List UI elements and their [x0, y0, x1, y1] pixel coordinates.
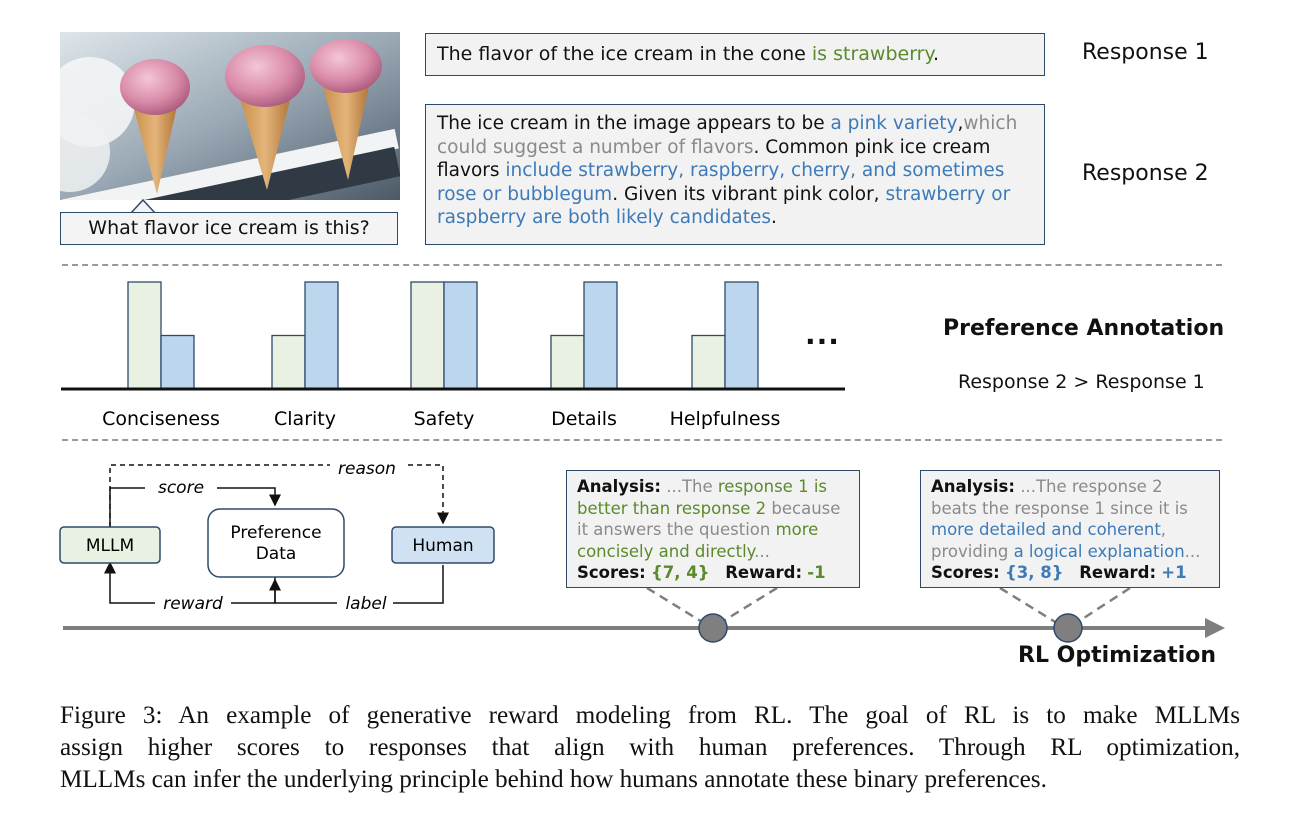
- mllm-box: [59, 526, 161, 564]
- rl-optimization-axis: [63, 586, 1225, 643]
- text-segment: more concisely and directly: [577, 520, 819, 561]
- bar-conciseness-response-1: [127, 281, 162, 390]
- more-dimensions-ellipsis: ...: [805, 318, 840, 351]
- mllm-label: MLLM: [86, 536, 134, 556]
- category-label: Clarity: [274, 408, 336, 430]
- bar-safety-response-1: [410, 281, 445, 390]
- text-segment: .: [933, 43, 940, 65]
- text-segment: is strawberry: [811, 43, 934, 65]
- text-segment: response 1 is better than response 2: [577, 477, 828, 518]
- scores-value: {3, 8}: [1005, 563, 1064, 582]
- section-divider: [62, 264, 1222, 266]
- text-segment: ...: [754, 541, 770, 561]
- bar-helpfulness-response-2: [724, 281, 759, 390]
- bar-helpfulness-response-1: [691, 334, 726, 390]
- scores-value: {7, 4}: [651, 563, 710, 582]
- analysis-text: ...The response 2 beats the response 1 s…: [931, 477, 1200, 561]
- axis-arrowhead: [1205, 618, 1225, 638]
- label-label: label: [345, 594, 386, 614]
- scores-label: Scores:: [577, 563, 646, 582]
- text-segment: . Given its vibrant pink color,: [612, 183, 886, 205]
- reward-label: Reward:: [725, 563, 803, 582]
- text-segment: more detailed and coherent: [931, 520, 1161, 539]
- category-label: Helpfulness: [670, 408, 781, 430]
- text-segment: . Common pink ice cream flavors: [437, 136, 991, 182]
- response-1-box: The flavor of the ice cream in the cone …: [425, 33, 1045, 76]
- category-label: Details: [551, 408, 617, 430]
- category-label: Conciseness: [102, 408, 220, 430]
- text-segment: include strawberry, raspberry, cherry, a…: [437, 160, 1005, 205]
- bar-details-response-2: [583, 281, 618, 390]
- caption-line: assign higher scores to responses that a…: [60, 734, 1240, 761]
- analysis-box-2: Analysis: ...The response 2 beats the re…: [920, 470, 1220, 588]
- reward-label: reward: [163, 594, 223, 614]
- reward-flow-diagram: MLLM Preference Data Human score reason …: [59, 457, 495, 614]
- analysis-heading: Analysis:: [577, 477, 661, 496]
- section-divider: [62, 439, 1222, 441]
- category-label: Safety: [414, 408, 475, 430]
- step-marker-2: [1053, 613, 1083, 643]
- text-segment: , providing: [931, 520, 1167, 561]
- human-label: Human: [412, 536, 473, 556]
- scores-label: Scores:: [931, 563, 1000, 582]
- bar-details-response-1: [550, 334, 585, 390]
- caption-line: Figure 3: An example of generative rewar…: [60, 702, 1240, 729]
- text-segment: because it answers the question: [577, 498, 841, 540]
- reward-value: +1: [1161, 563, 1187, 582]
- preference-data-label-1: Preference: [230, 523, 321, 543]
- preference-annotation-title: Preference Annotation: [943, 316, 1225, 341]
- preference-result: Response 2 > Response 1: [958, 371, 1205, 393]
- response-2-text: The ice cream in the image appears to be…: [437, 113, 1017, 228]
- text-segment: ,: [957, 113, 964, 134]
- reason-label: reason: [338, 459, 396, 479]
- reward-label: Reward:: [1079, 563, 1157, 582]
- bar-clarity-response-2: [304, 281, 339, 390]
- rl-optimization-label: RL Optimization: [1018, 643, 1217, 668]
- human-box: [391, 526, 495, 564]
- caption-line: MLLMs can infer the underlying principle…: [60, 766, 1047, 793]
- analysis-heading: Analysis:: [931, 477, 1015, 496]
- text-segment: .: [771, 207, 777, 228]
- text-segment: a pink variety: [830, 113, 958, 134]
- text-segment: strawberry or raspberry are both likely …: [437, 183, 1011, 229]
- response-1-text: The flavor of the ice cream in the cone …: [437, 43, 939, 65]
- response-2-label: Response 2: [1082, 161, 1209, 186]
- preference-data-box: [207, 508, 345, 578]
- text-segment: ...The response 2 beats the response 1 s…: [931, 477, 1188, 518]
- text-segment: The ice cream in the image appears to be: [437, 113, 831, 134]
- text-segment: ...The: [660, 477, 718, 496]
- preference-data-label-2: Data: [256, 544, 297, 564]
- analysis-text: ...The response 1 is better than respons…: [577, 477, 840, 561]
- question-bubble: What flavor ice cream is this?: [60, 212, 398, 245]
- reward-value: -1: [807, 563, 826, 582]
- step-marker-1: [698, 613, 728, 643]
- bar-conciseness-response-2: [160, 334, 195, 390]
- score-label: score: [158, 478, 204, 498]
- text-segment: a logical explanation: [1013, 541, 1185, 561]
- text-segment: The flavor of the ice cream in the cone: [437, 43, 812, 65]
- text-segment: which could suggest a number of flavors: [437, 113, 1018, 158]
- response-2-box: The ice cream in the image appears to be…: [425, 104, 1045, 245]
- preference-bar-chart: Conciseness Clarity Safety Details Helpfulne…: [61, 281, 845, 430]
- bar-safety-response-2: [443, 281, 478, 390]
- analysis-box-1: Analysis: ...The response 1 is better th…: [566, 470, 860, 588]
- text-segment: ...: [1184, 541, 1201, 561]
- figure-caption: Figure 3: An example of generative rewar…: [60, 700, 1240, 796]
- response-1-label: Response 1: [1082, 40, 1209, 65]
- ice-cream-photo: [60, 32, 400, 200]
- bar-clarity-response-1: [271, 334, 306, 390]
